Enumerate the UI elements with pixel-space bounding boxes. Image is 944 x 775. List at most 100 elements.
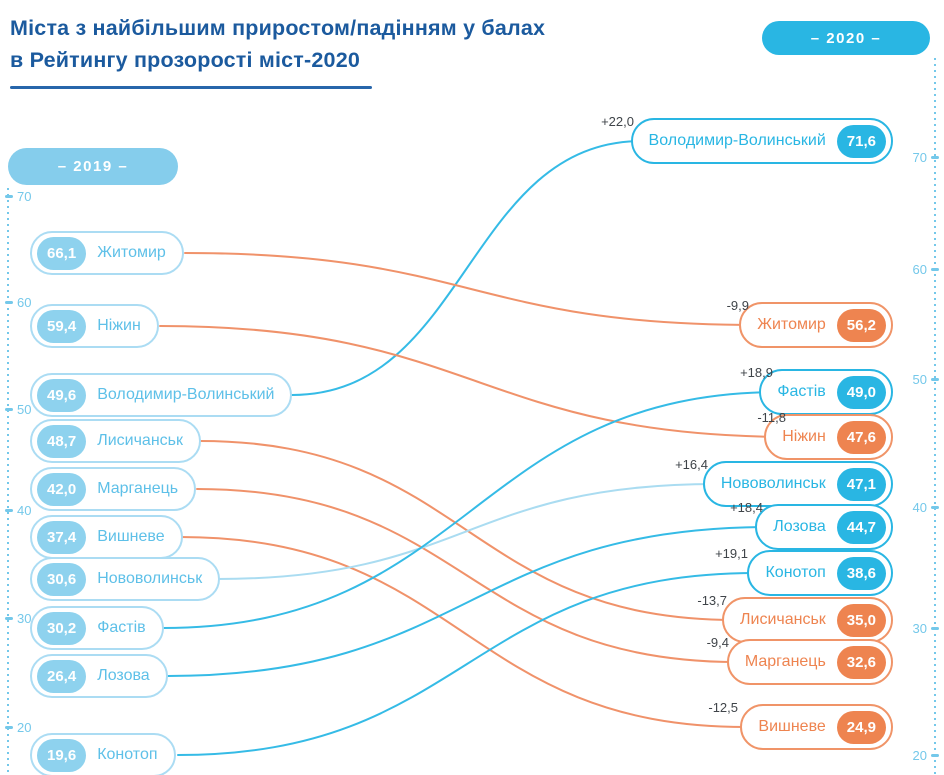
- score-badge: 30,6: [37, 562, 87, 596]
- tick-label: 30: [17, 611, 32, 626]
- tick-dash: [5, 408, 13, 411]
- score-badge: 42,0: [37, 472, 87, 506]
- pill-2020-vyshneve: Вишневе 24,9: [740, 704, 893, 750]
- score-badge: 56,2: [836, 308, 886, 342]
- slope-line-vyshneve: [179, 536, 747, 728]
- score-badge: 35,0: [836, 603, 886, 637]
- score-badge: 71,6: [836, 124, 886, 158]
- score-badge: 59,4: [37, 309, 87, 343]
- title-line-2: в Рейтингу прозорості міст-2020: [10, 48, 361, 73]
- pill-2020-marhanets: Марганець 32,6: [726, 639, 893, 685]
- city-label: Лозова: [773, 518, 826, 535]
- pill-2019-marhanets: 42,0 Марганець: [30, 467, 197, 511]
- axis-tick-left-70: 70: [5, 189, 31, 204]
- slope-line-marhanets: [196, 488, 738, 663]
- city-label: Ніжин: [97, 317, 141, 334]
- axis-tick-right-30: 30: [913, 621, 939, 636]
- tick-label: 60: [17, 295, 32, 310]
- axis-2020-dotted-line: [934, 58, 936, 775]
- tick-label: 70: [17, 189, 32, 204]
- tick-dash: [5, 509, 13, 512]
- tick-label: 50: [912, 372, 927, 387]
- axis-tick-right-50: 50: [913, 372, 939, 387]
- slope-line-zhytomyr: [184, 252, 758, 326]
- score-badge: 19,6: [37, 738, 87, 772]
- delta-label: +18,4: [730, 500, 763, 515]
- delta-label: -11,8: [757, 410, 786, 425]
- tick-dash: [931, 754, 939, 757]
- axis-tick-left-50: 50: [5, 402, 31, 417]
- city-label: Фастів: [97, 619, 146, 636]
- page-title: Міста з найбільшим приростом/падінням у …: [10, 12, 545, 77]
- tick-dash: [931, 268, 939, 271]
- tick-dash: [5, 195, 13, 198]
- axis-tick-right-70: 70: [913, 150, 939, 165]
- tick-label: 70: [912, 150, 927, 165]
- pill-2020-nizhyn: Ніжин 47,6: [764, 414, 893, 460]
- score-badge: 48,7: [37, 424, 87, 458]
- score-badge: 47,6: [836, 420, 886, 454]
- city-label: Володимир-Волинський: [97, 386, 275, 403]
- score-badge: 47,1: [836, 467, 886, 501]
- tick-label: 40: [912, 500, 927, 515]
- axis-tick-left-20: 20: [5, 720, 31, 735]
- score-badge: 24,9: [836, 710, 886, 744]
- tick-dash: [5, 726, 13, 729]
- axis-tick-left-30: 30: [5, 611, 31, 626]
- city-label: Лисичанськ: [740, 611, 826, 628]
- axis-tick-right-20: 20: [913, 748, 939, 763]
- axis-tick-left-60: 60: [5, 295, 31, 310]
- axis-tick-left-40: 40: [5, 503, 31, 518]
- slope-line-konotop: [177, 572, 757, 756]
- city-label: Нововолинськ: [97, 570, 203, 587]
- city-label: Марганець: [744, 653, 826, 670]
- city-label: Ніжин: [782, 428, 826, 445]
- city-label: Конотоп: [765, 564, 826, 581]
- delta-label: +19,1: [715, 546, 748, 561]
- tick-dash: [931, 156, 939, 159]
- axis-tick-right-60: 60: [913, 262, 939, 277]
- pill-2020-lysychansk: Лисичанськ 35,0: [722, 597, 893, 643]
- pill-2020-volodymyr-volynskyi: Володимир-Волинський 71,6: [630, 118, 893, 164]
- year-badge-2020: – 2020 –: [762, 21, 930, 55]
- delta-label: +22,0: [601, 114, 634, 129]
- city-label: Житомир: [757, 316, 826, 333]
- delta-label: -12,5: [708, 700, 738, 715]
- tick-dash: [5, 617, 13, 620]
- score-badge: 38,6: [836, 556, 886, 590]
- score-badge: 66,1: [37, 236, 87, 270]
- slope-line-volodymyr-volynskyi: [291, 140, 643, 396]
- score-badge: 26,4: [37, 659, 87, 693]
- tick-label: 60: [912, 262, 927, 277]
- tick-dash: [931, 506, 939, 509]
- city-label: Фастів: [777, 383, 826, 400]
- tick-dash: [931, 627, 939, 630]
- pill-2019-novovolynsk: 30,6 Нововолинськ: [30, 557, 221, 601]
- delta-label: -9,9: [726, 298, 749, 313]
- city-label: Лисичанськ: [97, 432, 183, 449]
- axis-tick-right-40: 40: [913, 500, 939, 515]
- year-badge-2019: – 2019 –: [8, 148, 178, 185]
- pill-2019-fastiv: 30,2 Фастів: [30, 606, 164, 650]
- city-label: Володимир-Волинський: [648, 132, 826, 149]
- score-badge: 30,2: [37, 611, 87, 645]
- tick-label: 20: [912, 748, 927, 763]
- tick-label: 50: [17, 402, 32, 417]
- score-badge: 32,6: [836, 645, 886, 679]
- tick-dash: [931, 378, 939, 381]
- city-label: Житомир: [97, 244, 166, 261]
- tick-label: 20: [17, 720, 32, 735]
- slope-line-nizhyn: [159, 325, 795, 438]
- city-label: Марганець: [97, 480, 179, 497]
- city-label: Вишневе: [758, 718, 826, 735]
- tick-dash: [5, 301, 13, 304]
- delta-label: -9,4: [706, 635, 729, 650]
